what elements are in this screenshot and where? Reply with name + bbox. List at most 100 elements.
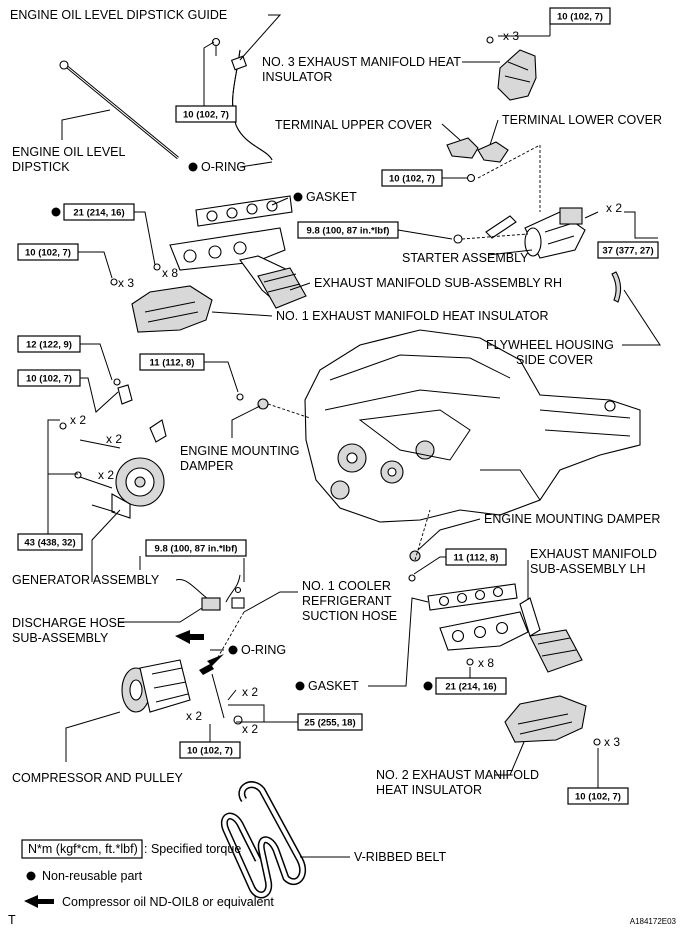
label-flywheel-cover-2: SIDE COVER xyxy=(516,353,593,367)
label-no3-insulator-2: INSULATOR xyxy=(262,70,332,84)
legend-torque-units: N*m (kgf*cm, ft.*lbf) xyxy=(28,842,138,856)
quantity-labels: x 3 x 2 x 8 x 3 x 2 x 2 x 2 x 8 x 2 x 2 … xyxy=(70,29,622,749)
label-flywheel-cover-1: FLYWHEEL HOUSING xyxy=(486,338,614,352)
non-reusable-dot xyxy=(293,192,303,202)
figure-code: A184172E03 xyxy=(630,917,677,926)
legend-oil-arrow-icon xyxy=(24,895,54,908)
non-reusable-dot xyxy=(423,681,433,691)
label-damper-right: ENGINE MOUNTING DAMPER xyxy=(484,512,660,526)
torque-starter-bolt: 37 (377, 27) xyxy=(602,246,653,257)
torque-box-damper-right xyxy=(445,548,507,566)
label-dipstick-2: DIPSTICK xyxy=(12,160,70,174)
torque-box-guide xyxy=(175,105,237,123)
count-starter: x 2 xyxy=(606,201,622,215)
flywheel-cover-part xyxy=(611,271,622,303)
torque-top-right: 10 (102, 7) xyxy=(557,12,603,23)
count-gen-b: x 2 xyxy=(106,432,122,446)
refrigerant-hoses-part xyxy=(175,574,245,611)
non-reusable-markers xyxy=(26,162,433,881)
torque-manifold-rh: 21 (214, 16) xyxy=(73,208,124,219)
leader-lines xyxy=(47,14,661,858)
label-damper-left-2: DAMPER xyxy=(180,459,233,473)
label-manifold-lh-2: SUB-ASSEMBLY LH xyxy=(530,562,646,576)
label-o-ring-top: O-RING xyxy=(201,160,246,174)
count-comp-b: x 2 xyxy=(186,709,202,723)
legend-torque-desc: : Specified torque xyxy=(144,842,241,856)
no1-heat-insulator-part xyxy=(110,278,213,333)
label-compressor-pulley: COMPRESSOR AND PULLEY xyxy=(12,771,184,785)
torque-box-gen-10 xyxy=(17,369,81,387)
non-reusable-dot xyxy=(228,645,238,655)
compressor-oil-arrows xyxy=(24,630,224,908)
no2-heat-insulator-part xyxy=(504,695,601,746)
count-insulator-2: x 3 xyxy=(604,735,620,749)
torque-box-comp-10 xyxy=(179,741,241,759)
torque-box-starter-nut xyxy=(297,221,399,239)
oil-arrow-icon xyxy=(175,630,204,644)
torque-box-damper-left xyxy=(139,353,205,371)
count-top-right: x 3 xyxy=(503,29,519,43)
corner-mark: T xyxy=(8,913,16,927)
v-ribbed-belt-part xyxy=(221,781,307,899)
engine-oil-dipstick-part xyxy=(59,60,179,160)
torque-terminal: 10 (102, 7) xyxy=(389,174,435,185)
label-terminal-lower-cover: TERMINAL LOWER COVER xyxy=(502,113,662,127)
label-cooler-hose-3: SUCTION HOSE xyxy=(302,609,397,623)
engine-mount-dampers-part xyxy=(236,393,421,582)
gasket-lh-part xyxy=(427,583,518,611)
label-dipstick-guide: ENGINE OIL LEVEL DIPSTICK GUIDE xyxy=(10,8,227,22)
torque-damper-right: 11 (112, 8) xyxy=(454,553,499,564)
torque-damper-left: 11 (112, 8) xyxy=(150,358,195,369)
legend-compressor-oil: Compressor oil ND-OIL8 or equivalent xyxy=(62,895,274,909)
torque-box-manifold-rh xyxy=(63,203,135,221)
torque-box-hose-98 xyxy=(145,539,247,557)
label-damper-left-1: ENGINE MOUNTING xyxy=(180,444,299,458)
label-no2-insulator-2: HEAT INSULATOR xyxy=(376,783,482,797)
legend: N*m (kgf*cm, ft.*lbf) : Specified torque… xyxy=(21,839,274,909)
count-comp-c: x 2 xyxy=(242,722,258,736)
label-cooler-hose-2: REFRIGERANT xyxy=(302,594,392,608)
engine-transmission-part xyxy=(304,329,641,523)
label-no2-insulator-1: NO. 2 EXHAUST MANIFOLD xyxy=(376,768,539,782)
torque-box-terminal xyxy=(381,169,443,187)
label-gasket-bottom: GASKET xyxy=(308,679,359,693)
part-labels: ENGINE OIL LEVEL DIPSTICK GUIDE NO. 3 EX… xyxy=(10,8,662,864)
starter-assembly-part xyxy=(453,207,599,259)
torque-box-starter-bolt xyxy=(597,241,659,259)
count-comp-a: x 2 xyxy=(242,685,258,699)
label-discharge-hose-2: SUB-ASSEMBLY xyxy=(12,631,109,645)
torque-box-gen-43 xyxy=(17,533,83,551)
torque-insulator-2: 10 (102, 7) xyxy=(575,792,621,803)
torque-box-comp-25 xyxy=(297,713,363,731)
label-discharge-hose-1: DISCHARGE HOSE xyxy=(12,616,125,630)
no3-heat-insulator-part xyxy=(486,36,537,101)
dipstick-guide-part xyxy=(211,37,273,161)
legend-non-reusable-dot xyxy=(26,871,36,881)
torque-box-insulator-1 xyxy=(17,243,79,261)
oil-arrow-icon xyxy=(199,654,224,675)
count-gen-c: x 2 xyxy=(98,468,114,482)
exhaust-manifold-lh-part xyxy=(439,597,583,673)
torque-gen-10: 10 (102, 7) xyxy=(26,374,72,385)
non-reusable-dot xyxy=(295,681,305,691)
non-reusable-dot xyxy=(188,162,198,172)
label-manifold-lh-1: EXHAUST MANIFOLD xyxy=(530,547,657,561)
label-generator-assembly: GENERATOR ASSEMBLY xyxy=(12,573,160,587)
label-gasket-top: GASKET xyxy=(306,190,357,204)
torque-gen-12: 12 (122, 9) xyxy=(26,340,72,351)
label-starter-assembly: STARTER ASSEMBLY xyxy=(402,251,529,265)
label-o-ring-bottom: O-RING xyxy=(241,643,286,657)
torque-gen-43: 43 (438, 32) xyxy=(24,538,75,549)
label-v-ribbed-belt: V-RIBBED BELT xyxy=(354,850,447,864)
torque-comp-10: 10 (102, 7) xyxy=(187,746,233,757)
torque-box-insulator-2 xyxy=(567,787,629,805)
label-no1-insulator: NO. 1 EXHAUST MANIFOLD HEAT INSULATOR xyxy=(276,309,549,323)
torque-specs: 10 (102, 7) 10 (102, 7) 10 (102, 7) 9.8 … xyxy=(17,7,659,805)
count-insulator-1: x 3 xyxy=(118,276,134,290)
exhaust-manifold-rh-part xyxy=(153,227,307,309)
torque-box-manifold-lh xyxy=(435,677,507,695)
label-no3-insulator-1: NO. 3 EXHAUST MANIFOLD HEAT xyxy=(262,55,461,69)
torque-guide: 10 (102, 7) xyxy=(183,110,229,121)
torque-insulator-1: 10 (102, 7) xyxy=(25,248,71,259)
